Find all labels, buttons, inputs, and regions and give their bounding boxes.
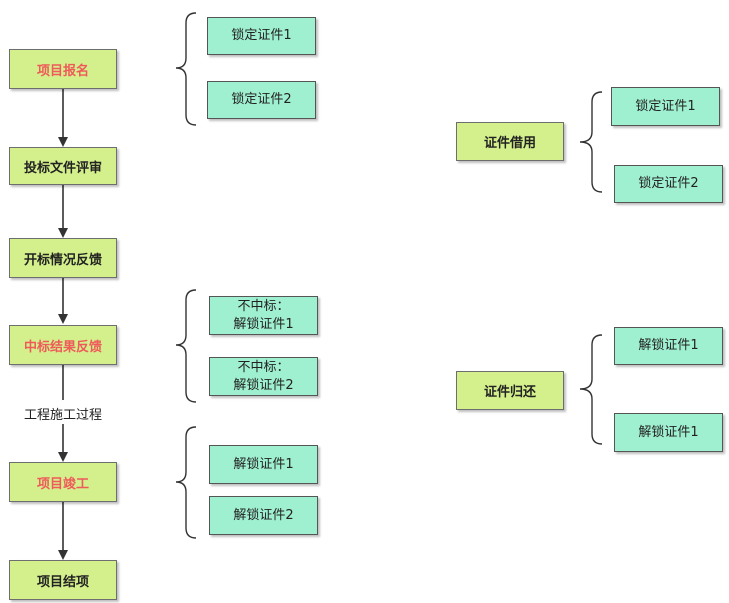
borrow-lock-2: 锁定证件2 bbox=[614, 165, 723, 203]
cert-line: 解锁证件2 bbox=[233, 377, 294, 393]
certificate-borrow: 证件借用 bbox=[456, 122, 564, 161]
brace-borrow bbox=[579, 91, 603, 193]
step-project-completion: 项目竣工 bbox=[9, 462, 117, 502]
return-unlock-1: 解锁证件1 bbox=[614, 327, 723, 365]
brace-group2 bbox=[175, 289, 197, 403]
step-project-closure: 项目结项 bbox=[9, 560, 117, 600]
step-bid-document-review: 投标文件评审 bbox=[9, 147, 117, 185]
brace-return bbox=[579, 334, 603, 445]
step-project-registration: 项目报名 bbox=[9, 49, 117, 89]
cert-line: 不中标： bbox=[237, 359, 290, 375]
brace-group1 bbox=[175, 12, 197, 126]
step-bid-opening-feedback: 开标情况反馈 bbox=[9, 238, 117, 278]
cert-line: 解锁证件1 bbox=[233, 316, 294, 332]
cert-unlock-2: 解锁证件2 bbox=[209, 496, 318, 535]
step-award-result-feedback: 中标结果反馈 bbox=[9, 325, 117, 365]
cert-not-awarded-unlock-1: 不中标： 解锁证件1 bbox=[209, 296, 318, 335]
borrow-lock-1: 锁定证件1 bbox=[611, 87, 720, 126]
cert-lock-2: 锁定证件2 bbox=[207, 81, 316, 119]
certificate-return: 证件归还 bbox=[456, 371, 564, 410]
cert-not-awarded-unlock-2: 不中标： 解锁证件2 bbox=[209, 357, 318, 396]
cert-line: 不中标： bbox=[237, 298, 290, 314]
return-unlock-2: 解锁证件1 bbox=[614, 413, 723, 452]
cert-unlock-1: 解锁证件1 bbox=[209, 445, 318, 484]
cert-lock-1: 锁定证件1 bbox=[207, 17, 316, 55]
edge-label-construction: 工程施工过程 bbox=[24, 408, 103, 423]
brace-group3 bbox=[175, 426, 197, 539]
